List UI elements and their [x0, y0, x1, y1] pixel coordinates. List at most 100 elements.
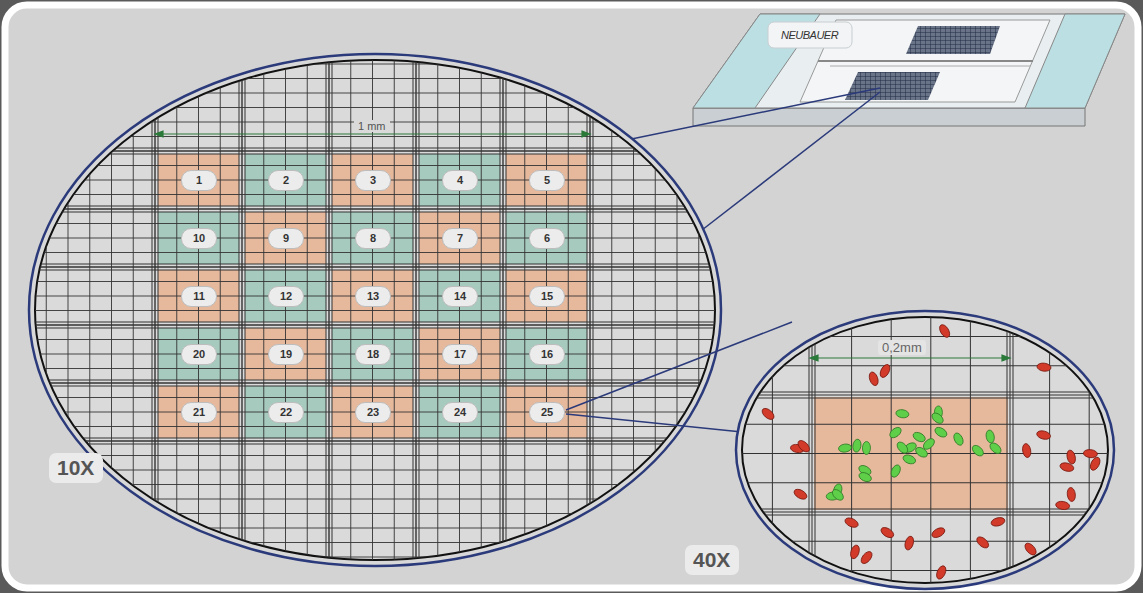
grid-stroke	[730, 336, 1120, 337]
node-text: 40X	[693, 548, 730, 571]
grid-stroke	[20, 49, 730, 50]
square-number: 12	[268, 286, 304, 307]
grid-stroke	[20, 206, 730, 207]
dead-cell	[844, 516, 860, 529]
grid-stroke	[742, 40, 743, 580]
square-number: 7	[442, 228, 478, 249]
live-cell	[952, 432, 965, 447]
grid-stroke	[20, 444, 730, 445]
zoom-leader	[612, 88, 880, 143]
label-text: 1 mm	[358, 120, 386, 132]
node-text: 12	[280, 290, 292, 302]
grid-stroke	[730, 482, 1120, 483]
grid-stroke	[20, 194, 730, 195]
grid-stroke	[20, 136, 730, 137]
live-cell	[930, 411, 945, 425]
field-outline	[35, 60, 715, 560]
dead-cell	[903, 535, 915, 551]
dead-cell	[990, 516, 1006, 527]
grid-stroke	[730, 392, 1120, 393]
grid-stroke	[20, 107, 730, 108]
square-number: 9	[268, 228, 304, 249]
square-number: 5	[529, 170, 565, 191]
dead-cell	[975, 535, 991, 550]
node-text: 4	[457, 174, 463, 186]
grid-stroke	[20, 368, 730, 369]
field-outline	[736, 311, 1114, 589]
grid-stroke	[20, 35, 730, 36]
grid-stroke	[20, 78, 730, 79]
grid-stroke	[653, 300, 654, 593]
dead-cell	[1055, 500, 1070, 510]
grid-stroke	[655, 40, 656, 580]
dimension-label: 0,2mm	[878, 340, 926, 355]
node-text: 7	[457, 232, 463, 244]
grid-stroke	[730, 570, 1120, 571]
grid-stroke	[20, 328, 730, 329]
square-number: 1	[181, 170, 217, 191]
field-outline	[742, 317, 1108, 583]
grid-stroke	[677, 40, 678, 580]
live-cell	[902, 453, 917, 465]
node-text: 24	[454, 406, 466, 418]
dead-cell	[1083, 449, 1098, 458]
square-number: 8	[355, 228, 391, 249]
grid-stroke	[20, 252, 730, 253]
grid-stroke	[20, 397, 730, 398]
counting-grid	[0, 21, 764, 587]
dead-cell	[935, 564, 948, 580]
grid-stroke	[730, 365, 1120, 366]
live-cell	[921, 437, 936, 452]
grid-stroke	[68, 40, 69, 580]
grid-stroke	[730, 512, 1120, 513]
node-text: 16	[541, 348, 553, 360]
grid-stroke	[812, 300, 813, 593]
magnification-label: 40X	[685, 545, 739, 575]
node-text: 25	[541, 406, 553, 418]
dead-cell	[796, 438, 812, 454]
node-text: 10X	[57, 456, 94, 479]
grid-stroke	[89, 40, 90, 580]
dead-cell	[1023, 541, 1038, 557]
node-text: 2	[283, 174, 289, 186]
zoom-leader	[566, 414, 742, 432]
grid-stroke	[730, 278, 1120, 279]
grid-stroke	[20, 470, 730, 471]
square-number: 11	[181, 286, 217, 307]
live-cell	[830, 487, 845, 502]
live-cell	[895, 409, 909, 419]
square-number: 19	[268, 344, 304, 365]
grid-stroke	[20, 270, 730, 271]
square-number: 13	[355, 286, 391, 307]
square-number: 10	[181, 228, 217, 249]
grid-stroke	[730, 398, 1120, 399]
grid-stroke	[20, 586, 730, 587]
grid-stroke	[20, 64, 730, 65]
grid-stroke	[152, 40, 153, 580]
dead-cell	[1059, 461, 1075, 472]
slide-brand: NEUBAUER	[781, 29, 838, 41]
grid-stroke	[1049, 300, 1050, 593]
label-text: NEUBAUER	[781, 29, 838, 41]
grid-stroke	[815, 300, 816, 593]
square-number: 14	[442, 286, 478, 307]
node-text: 11	[193, 290, 205, 302]
grid-stroke	[20, 264, 730, 265]
live-cell	[852, 439, 862, 453]
grid-stroke	[20, 223, 730, 224]
grid-stroke	[1010, 300, 1011, 593]
grid-stroke	[20, 484, 730, 485]
dead-cell	[868, 371, 880, 387]
live-cell	[888, 425, 903, 439]
grid-stroke	[20, 266, 730, 267]
square-number: 15	[529, 286, 565, 307]
grid-stroke	[20, 380, 730, 381]
live-cell	[858, 471, 873, 484]
dead-cell	[859, 550, 874, 566]
grid-stroke	[2, 40, 3, 580]
grid-stroke	[20, 499, 730, 500]
grid-stroke	[1007, 300, 1008, 593]
grid-stroke	[20, 208, 730, 209]
dead-cell	[1088, 456, 1101, 472]
